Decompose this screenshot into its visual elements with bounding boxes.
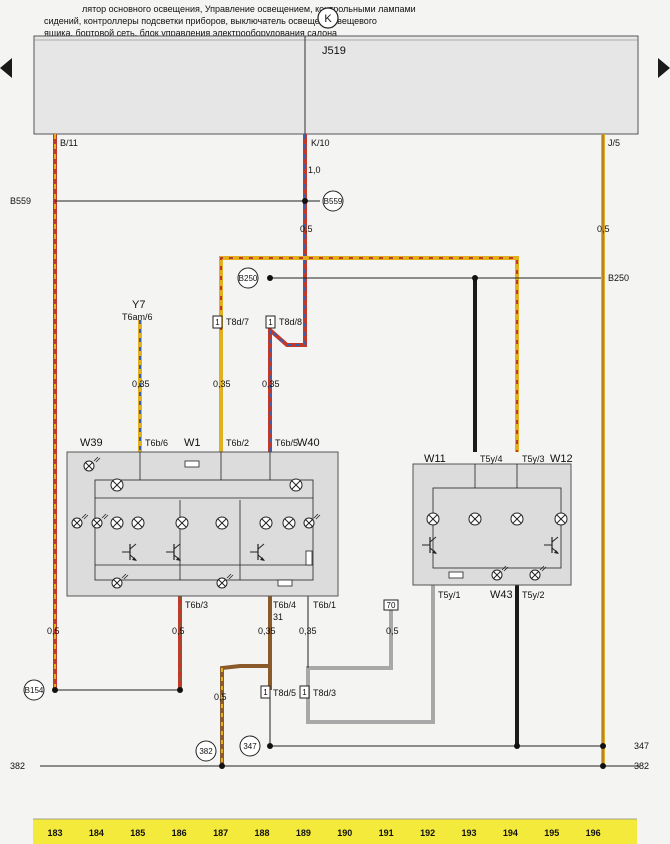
wire-gray-node70 — [306, 610, 393, 690]
header-line-1: лятор основного освещения, Управление ос… — [82, 4, 416, 14]
ground-circle-icon — [317, 7, 339, 29]
comp-w39: W39 — [80, 437, 103, 449]
node-382-icon — [195, 740, 217, 762]
label-b559-left: B559 — [10, 196, 31, 206]
header-line-3: ящика, бортовой сеть, блок управления эл… — [44, 28, 337, 38]
scale-number: 183 — [47, 828, 62, 838]
scale-number: 184 — [89, 828, 104, 838]
conn-t6b2: T6b/2 — [226, 438, 249, 448]
size-t6b1-low: 0,35 — [299, 626, 317, 636]
node-b250-label: B250 — [239, 274, 258, 283]
t8d8-pin-number: 1 — [268, 318, 273, 327]
conn-t8d5: T8d/5 — [273, 688, 296, 698]
scale-number: 188 — [254, 828, 269, 838]
conn-t6b1: T6b/1 — [313, 600, 336, 610]
node-b559-label: B559 — [324, 197, 343, 206]
comp-w11: W11 — [424, 453, 446, 465]
conn-t5y4: T5y/4 — [480, 454, 503, 464]
left-module-box — [66, 451, 339, 597]
node-347-icon — [239, 735, 261, 757]
node-70-box — [383, 599, 399, 611]
scale-number: 190 — [337, 828, 352, 838]
next-page-arrow[interactable] — [658, 58, 670, 78]
control-unit-label: J519 — [322, 45, 346, 57]
node-382-label: 382 — [199, 747, 213, 756]
conn-t6b5: T6b/5 — [275, 438, 298, 448]
scale-bar — [33, 819, 637, 844]
scale-number: 186 — [172, 828, 187, 838]
size-t6b4-low: 0,35 — [258, 626, 276, 636]
comp-y7: Y7 — [132, 299, 145, 311]
wire-t8d8 — [268, 260, 307, 452]
conn-t8d7: T8d/7 — [226, 317, 249, 327]
node-b559-icon — [322, 190, 344, 212]
size-w1-in: 0,35 — [213, 379, 231, 389]
size-t6b3-low: 0,5 — [172, 626, 185, 636]
scale-number: 185 — [130, 828, 145, 838]
scale-number: 196 — [586, 828, 601, 838]
conn-t6b4: T6b/4 — [273, 600, 296, 610]
conn-t8d8: T8d/8 — [279, 317, 302, 327]
control-unit-j519 — [33, 35, 639, 135]
scale-number: 187 — [213, 828, 228, 838]
comp-w40: W40 — [297, 437, 320, 449]
comp-w1: W1 — [184, 437, 201, 449]
scale-number: 192 — [420, 828, 435, 838]
conn-t6b6: T6b/6 — [145, 438, 168, 448]
size-b11-low: 0,5 — [47, 626, 60, 636]
node-347-label: 347 — [243, 742, 257, 751]
ground-left-382: 382 — [10, 761, 25, 771]
comp-w12: W12 — [550, 453, 573, 465]
prev-page-arrow[interactable] — [0, 58, 12, 78]
node-b154-label: B154 — [25, 686, 44, 695]
conn-t5y3: T5y/3 — [522, 454, 545, 464]
node-70-label: 70 — [387, 601, 396, 610]
node-b250-icon — [237, 267, 259, 289]
ground-right-347: 347 — [634, 741, 649, 751]
pin-b11: B/11 — [60, 138, 78, 148]
node-b154-icon — [23, 679, 45, 701]
wire-bus-top — [219, 256, 519, 452]
scale-number: 191 — [379, 828, 394, 838]
ground-symbol: K — [324, 13, 332, 25]
conn-t6b3: T6b/3 — [185, 600, 208, 610]
wire-gray-t5y1 — [306, 585, 435, 724]
header-line-2: сидений, контроллеры подсветки приборов,… — [44, 16, 377, 26]
size-t8d5-left: 0,5 — [214, 692, 227, 702]
size-j5: 0,5 — [597, 224, 610, 234]
label-b250-right: B250 — [608, 273, 629, 283]
t8d3-pin-number: 1 — [302, 688, 307, 697]
size-w40-in: 0,35 — [262, 379, 280, 389]
conn-t6am6: T6am/6 — [122, 312, 153, 322]
comp-w43: W43 — [490, 589, 513, 601]
pin-31: 31 — [273, 612, 283, 622]
scale-number: 195 — [544, 828, 559, 838]
conn-t5y2: T5y/2 — [522, 590, 545, 600]
right-module-box — [412, 463, 572, 586]
scale-number: 194 — [503, 828, 518, 838]
t8d5-pin-number: 1 — [263, 688, 268, 697]
conn-t8d3: T8d/3 — [313, 688, 336, 698]
scale-number: 193 — [461, 828, 476, 838]
t8d7-pin-number: 1 — [215, 318, 220, 327]
size-y7: 0,35 — [132, 379, 150, 389]
size-k10-top: 1,0 — [308, 165, 321, 175]
size-k10-mid: 0,5 — [300, 224, 313, 234]
pin-k10: K/10 — [311, 138, 330, 148]
conn-t5y1: T5y/1 — [438, 590, 461, 600]
size-node70: 0,5 — [386, 626, 399, 636]
scale-number: 189 — [296, 828, 311, 838]
ground-right-382: 382 — [634, 761, 649, 771]
pin-j5: J/5 — [608, 138, 620, 148]
